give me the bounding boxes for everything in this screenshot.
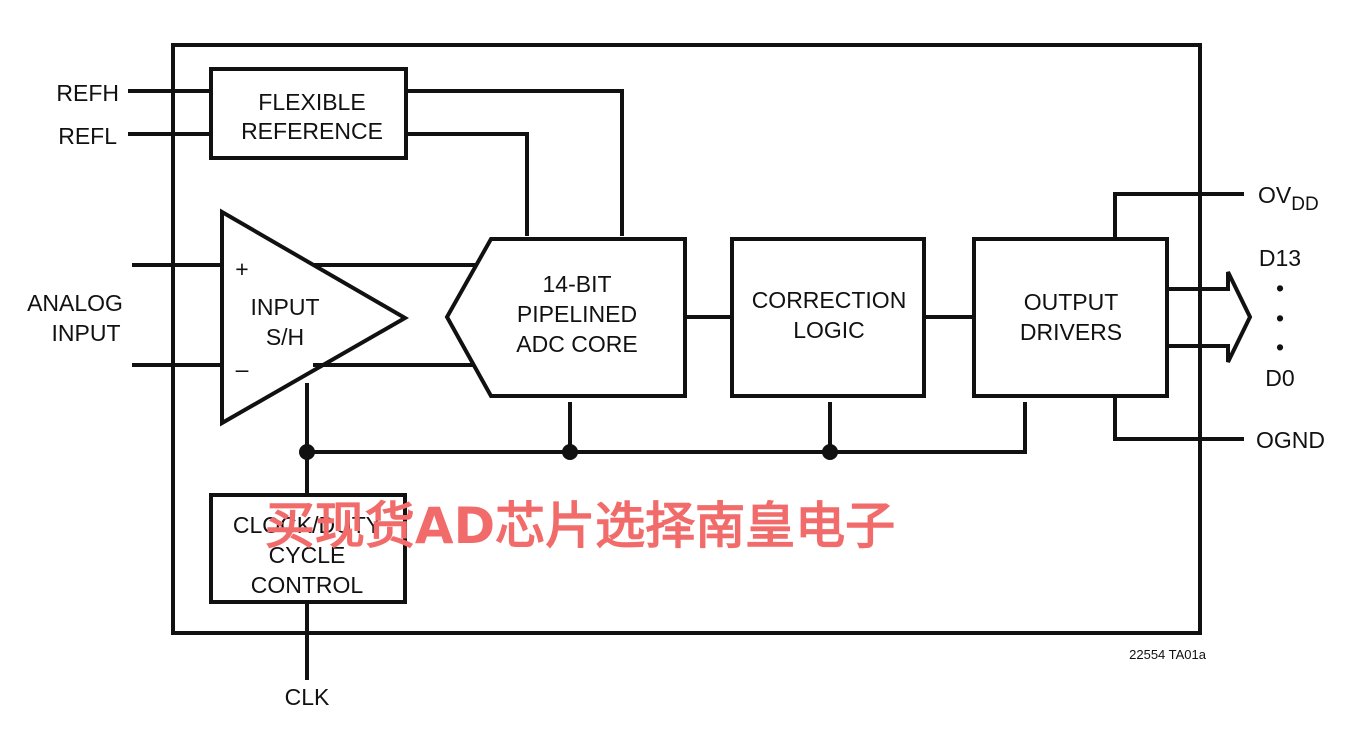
junction-dot [562,444,578,460]
clock-duty-label-2: CYCLE [269,542,346,568]
pin-label-analog-input-line1: ANALOG [27,290,123,316]
figure-id: 22554 TA01a [1129,647,1207,662]
flexible-reference-block [209,67,408,160]
plus-sign: + [235,256,248,282]
chip-outline [171,43,1202,635]
correction-logic-label-2: LOGIC [793,317,865,343]
pin-label-ovdd: OVDD [1258,182,1319,215]
junction-dot [822,444,838,460]
ovdd-wire [1113,192,1244,239]
flexible-reference-label-2: REFERENCE [241,118,383,144]
ref-wire-lower [406,132,529,236]
adc-core-block [444,237,687,398]
pin-label-refh: REFH [56,80,119,106]
input-sh-label-1: INPUT [251,294,320,320]
adc-core-label-3: ADC CORE [516,331,637,357]
pin-label-ognd: OGND [1256,427,1325,453]
junction-dot [299,444,315,460]
clock-bus-horizontal [307,402,1027,454]
pin-label-d13: D13 [1259,245,1301,271]
bus-dot-2: • [1276,305,1284,331]
ognd-wire [1113,396,1244,441]
pin-label-refl: REFL [58,123,117,149]
output-drivers-label-1: OUTPUT [1024,289,1119,315]
minus-sign: – [236,356,249,382]
adc-core-label-1: 14-BIT [542,271,611,297]
ref-wire-upper [406,89,624,236]
output-drivers-label-2: DRIVERS [1020,319,1122,345]
clock-duty-label-1: CLOCK/DUTY [233,512,381,538]
pin-label-analog-input-line2: INPUT [52,320,121,346]
clock-duty-label-3: CONTROL [251,572,364,598]
output-drivers-block [972,237,1169,398]
bus-dot-1: • [1276,275,1284,301]
flexible-reference-label-1: FLEXIBLE [258,89,365,115]
data-output-bus-arrow [1167,271,1253,363]
pin-label-d0: D0 [1265,365,1294,391]
watermark-text: 买现货AD芯片选择南皇电子 [265,497,895,555]
pin-label-clk: CLK [285,684,330,710]
bus-dot-3: • [1276,334,1284,360]
adc-core-label-2: PIPELINED [517,301,637,327]
correction-logic-label-1: CORRECTION [752,287,907,313]
input-sh-label-2: S/H [266,324,304,350]
